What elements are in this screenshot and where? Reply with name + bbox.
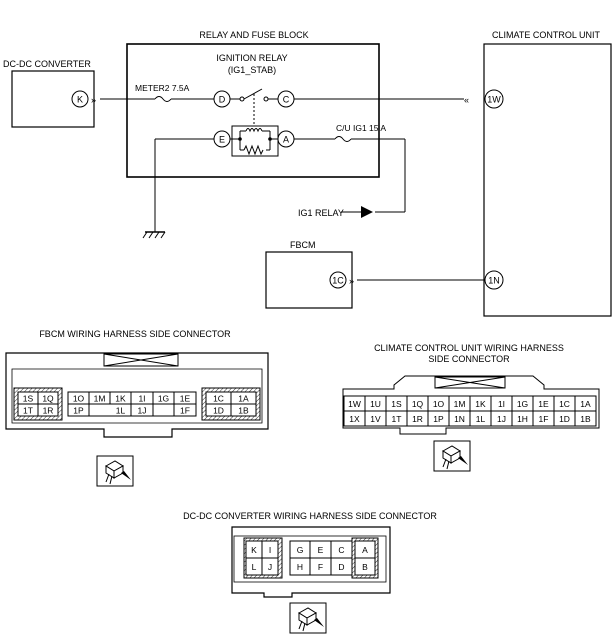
relay-fuse-block [126, 43, 380, 178]
fbcm-pin: 1R [43, 406, 54, 416]
climate-pin: 1E [538, 399, 549, 409]
connector-view-icon [96, 455, 134, 487]
connector-view-icon [433, 440, 471, 472]
climate-pin: 1A [580, 399, 591, 409]
dcdc-pin: J [268, 562, 272, 572]
fbcm-box [265, 251, 353, 309]
fuse-cu-ig1-label: C/U IG1 15 A [336, 123, 386, 133]
climate-pin: 1P [433, 414, 444, 424]
climate-connector-title: CLIMATE CONTROL UNIT WIRING HARNESS [374, 343, 564, 353]
svg-text:»: » [91, 95, 96, 105]
fbcm-title: FBCM [290, 240, 316, 250]
fuse-meter2-label: METER2 7.5A [135, 83, 190, 93]
relay-block-title: RELAY AND FUSE BLOCK [199, 30, 308, 40]
climate-pin: 1H [517, 414, 528, 424]
climate-pin: 1D [559, 414, 570, 424]
dcdc-pin: I [269, 545, 271, 555]
fbcm-pin: 1O [73, 394, 85, 404]
climate-pin: 1V [370, 414, 381, 424]
fbcm-pin: 1A [238, 394, 249, 404]
relay-name: IGNITION RELAY [216, 53, 287, 63]
fbcm-pin: 1M [94, 394, 106, 404]
terminal-1n: 1N [488, 276, 500, 286]
climate-pin: 1G [517, 399, 528, 409]
svg-text:»: » [349, 276, 354, 286]
dcdc-connector: DC-DC CONVERTER WIRING HARNESS SIDE CONN… [183, 511, 437, 634]
climate-pin: 1M [454, 399, 466, 409]
fbcm-pin: 1C [213, 394, 224, 404]
dcdc-pin: E [318, 545, 324, 555]
dcdc-pin: L [252, 562, 257, 572]
dcdc-pin: H [297, 562, 303, 572]
terminal-a: A [283, 135, 289, 145]
climate-pin: 1B [580, 414, 591, 424]
climate-pin: 1L [476, 414, 486, 424]
climate-pin: 1R [412, 414, 423, 424]
climate-pin: 1X [349, 414, 360, 424]
dcdc-pin: D [338, 562, 344, 572]
climate-pin: 1U [370, 399, 381, 409]
terminal-d: D [219, 95, 226, 105]
dcdc-pin: K [251, 545, 257, 555]
dcdc-connector-title: DC-DC CONVERTER WIRING HARNESS SIDE CONN… [183, 511, 437, 521]
dcdc-converter-box [11, 70, 95, 128]
climate-control-unit-box [483, 43, 612, 317]
dcdc-pin: B [362, 562, 368, 572]
ig1-relay-label: IG1 RELAY [298, 208, 344, 218]
fbcm-pin: 1K [115, 394, 126, 404]
fbcm-connector: FBCM WIRING HARNESS SIDE CONNECTOR 1S 1Q… [5, 329, 269, 487]
climate-pin: 1C [559, 399, 570, 409]
dcdc-pin: A [362, 545, 368, 555]
terminal-k: K [77, 95, 83, 105]
fbcm-pin: 1T [23, 406, 33, 416]
dcdc-pin: C [338, 545, 344, 555]
climate-pin: 1N [454, 414, 465, 424]
fbcm-pin: 1D [213, 406, 224, 416]
fbcm-pin: 1J [138, 406, 147, 416]
climate-pin: 1I [498, 399, 505, 409]
dcdc-pin: F [318, 562, 323, 572]
fbcm-pin: 1B [238, 406, 249, 416]
climate-pin: 1T [392, 414, 402, 424]
fbcm-pin: 1P [73, 406, 84, 416]
connector-view-icon [289, 602, 327, 634]
terminal-c: C [283, 95, 290, 105]
fbcm-pin: 1L [116, 406, 126, 416]
climate-pin: 1O [433, 399, 445, 409]
fbcm-pin: 1I [138, 394, 145, 404]
fbcm-pin: 1F [180, 406, 190, 416]
climate-pin: 1Q [412, 399, 424, 409]
climate-pin: 1K [475, 399, 486, 409]
svg-text:«: « [464, 95, 469, 105]
climate-connector: CLIMATE CONTROL UNIT WIRING HARNESS SIDE… [342, 343, 600, 472]
climate-pin: 1J [497, 414, 506, 424]
dcdc-converter-title: DC-DC CONVERTER [3, 59, 91, 69]
terminal-1w: 1W [487, 95, 501, 105]
fbcm-pin: 1Q [42, 394, 54, 404]
fbcm-pin: 1E [180, 394, 191, 404]
schematic: RELAY AND FUSE BLOCK CLIMATE CONTROL UNI… [3, 30, 612, 317]
climate-pin: 1W [348, 399, 361, 409]
climate-unit-title: CLIMATE CONTROL UNIT [492, 30, 601, 40]
terminal-e: E [219, 135, 225, 145]
climate-pin: 1S [391, 399, 402, 409]
climate-pin: 1F [539, 414, 549, 424]
fbcm-pin: 1S [23, 394, 34, 404]
relay-name-sub: (IG1_STAB) [228, 65, 276, 75]
climate-connector-title-2: SIDE CONNECTOR [428, 354, 510, 364]
dcdc-pin: G [297, 545, 304, 555]
fbcm-connector-title: FBCM WIRING HARNESS SIDE CONNECTOR [39, 329, 231, 339]
fbcm-pin: 1G [158, 394, 169, 404]
terminal-1c: 1C [332, 276, 344, 286]
